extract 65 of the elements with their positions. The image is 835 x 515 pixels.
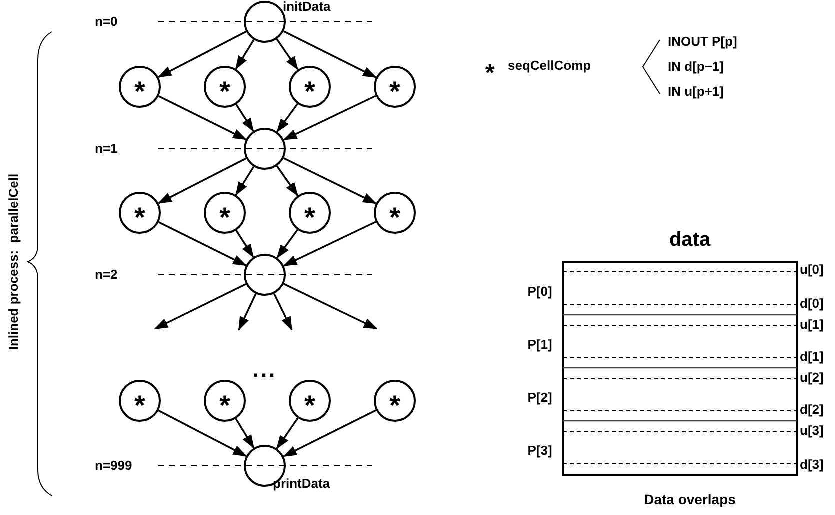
level-label: n=1 bbox=[95, 142, 118, 156]
arrow bbox=[274, 294, 293, 331]
level-label: n=999 bbox=[95, 458, 132, 474]
parameter-label: IN u[p+1] bbox=[668, 84, 724, 100]
boundary-label: d[2] bbox=[800, 402, 824, 418]
node-caption: initData bbox=[283, 0, 331, 14]
process-circle: * bbox=[204, 66, 246, 108]
arrow bbox=[235, 418, 255, 449]
arrow bbox=[154, 284, 246, 330]
boundary-label: u[3] bbox=[800, 424, 824, 438]
process-circle: * bbox=[374, 380, 416, 422]
arrow bbox=[235, 166, 255, 196]
process-circle: * bbox=[204, 192, 246, 234]
arrow bbox=[282, 410, 377, 458]
process-circle: * bbox=[204, 380, 246, 422]
panel-title: data bbox=[669, 229, 711, 251]
panel-caption: Data overlaps bbox=[644, 492, 736, 508]
arrow bbox=[158, 158, 247, 204]
process-circle: * bbox=[119, 66, 161, 108]
arrow bbox=[158, 222, 248, 266]
level-label: n=0 bbox=[95, 14, 118, 30]
arrow bbox=[238, 294, 257, 331]
process-circle: * bbox=[289, 192, 331, 234]
partition-label: P[3] bbox=[528, 444, 552, 458]
arrow bbox=[276, 38, 299, 71]
arrow bbox=[276, 229, 298, 259]
partition-label: P[0] bbox=[528, 284, 552, 300]
arrow bbox=[284, 283, 378, 330]
arrow bbox=[236, 230, 254, 258]
arrow bbox=[276, 418, 299, 450]
node-caption: printData bbox=[273, 476, 330, 492]
arrow bbox=[235, 39, 255, 70]
partition-label: P[1] bbox=[528, 338, 552, 352]
boundary-label: d[1] bbox=[800, 350, 824, 364]
asterisk-symbol: * bbox=[485, 60, 495, 88]
ellipsis: ... bbox=[252, 358, 278, 382]
process-circle: * bbox=[289, 66, 331, 108]
arrow bbox=[283, 158, 378, 204]
process-circle: * bbox=[119, 380, 161, 422]
arrow bbox=[283, 95, 376, 141]
empty-circle bbox=[244, 254, 286, 296]
brace-label: Inlined process: parallelCell bbox=[6, 174, 22, 350]
arrow bbox=[158, 30, 247, 78]
boundary-label: u[1] bbox=[800, 318, 824, 332]
arrow bbox=[276, 103, 298, 133]
boundary-label: d[3] bbox=[800, 458, 824, 472]
process-circle: * bbox=[119, 192, 161, 234]
process-circle: * bbox=[374, 66, 416, 108]
boundary-label: d[0] bbox=[800, 296, 824, 312]
boundary-label: u[0] bbox=[800, 262, 824, 278]
partition-label: P[2] bbox=[528, 390, 552, 406]
arrow bbox=[283, 30, 378, 78]
process-circle: * bbox=[374, 192, 416, 234]
process-circle: * bbox=[289, 380, 331, 422]
arrow bbox=[236, 104, 254, 132]
empty-circle bbox=[244, 128, 286, 170]
level-label: n=2 bbox=[95, 268, 118, 282]
arrow bbox=[283, 221, 376, 267]
arrow bbox=[276, 166, 299, 197]
arrow bbox=[158, 96, 248, 140]
parameter-label: INOUT P[p] bbox=[668, 34, 738, 50]
arrow bbox=[158, 410, 248, 458]
boundary-label: u[2] bbox=[800, 370, 824, 386]
parameter-label: IN d[p−1] bbox=[668, 60, 724, 74]
process-name: seqCellComp bbox=[508, 58, 592, 74]
